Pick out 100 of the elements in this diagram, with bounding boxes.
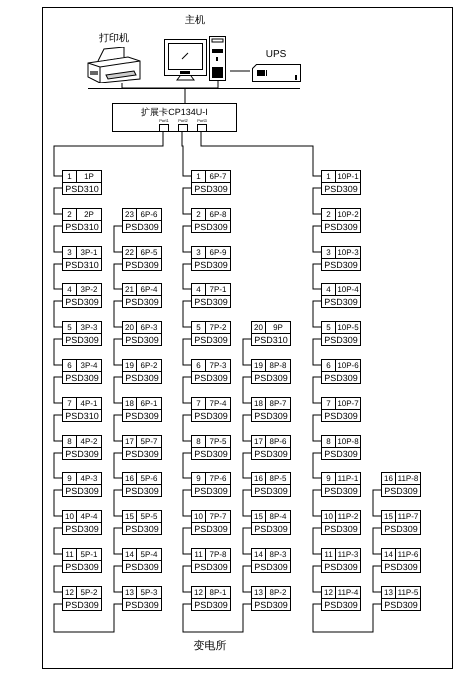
feeder-label: 10P-2 bbox=[336, 209, 360, 220]
feeder-label: 5P-7 bbox=[140, 436, 158, 447]
meter-box bbox=[191, 246, 231, 271]
connector-line bbox=[200, 132, 322, 176]
feeder-label: 4P-3 bbox=[80, 473, 98, 484]
meter-number: 16 bbox=[382, 473, 396, 484]
meter-number: 5 bbox=[63, 322, 77, 333]
meter-box bbox=[191, 586, 231, 611]
meter-number: 16 bbox=[123, 473, 137, 484]
model-label: PSD309 bbox=[323, 448, 359, 460]
device-label: 主机 bbox=[184, 15, 206, 27]
connector-line bbox=[54, 452, 62, 478]
feeder-label: 6P-7 bbox=[208, 171, 228, 182]
meter-box bbox=[122, 246, 162, 271]
meter-number: 22 bbox=[123, 247, 137, 258]
connector-line bbox=[312, 566, 322, 592]
model-label: PSD309 bbox=[383, 485, 419, 497]
meter-number: 21 bbox=[123, 284, 137, 295]
meter-number: 17 bbox=[123, 436, 137, 447]
connector-line bbox=[312, 604, 382, 632]
connector-line bbox=[242, 338, 252, 366]
connector-line bbox=[242, 452, 252, 478]
model-label: PSD309 bbox=[323, 410, 359, 422]
meter-box bbox=[251, 435, 291, 460]
feeder-label: 11P-5 bbox=[396, 587, 420, 598]
connector-line bbox=[114, 264, 122, 290]
meter-box bbox=[191, 208, 231, 233]
meter-box bbox=[122, 472, 162, 497]
meter-box bbox=[381, 548, 421, 573]
meter-number: 14 bbox=[252, 549, 266, 560]
meter-number: 11 bbox=[192, 549, 206, 560]
model-label: PSD309 bbox=[323, 221, 359, 233]
model-label: PSD309 bbox=[323, 561, 359, 573]
connector-line bbox=[54, 132, 164, 176]
feeder-label: 7P-8 bbox=[208, 549, 228, 560]
connector-line bbox=[312, 300, 322, 328]
connector-line bbox=[114, 338, 122, 366]
feeder-label: 5P-2 bbox=[80, 587, 98, 598]
feeder-label: 3P-3 bbox=[80, 322, 98, 333]
meter-number: 3 bbox=[63, 247, 77, 258]
feeder-label: 11P-2 bbox=[336, 511, 360, 522]
connector-line bbox=[54, 376, 62, 404]
meter-number: 15 bbox=[382, 511, 396, 522]
feeder-label: 7P-7 bbox=[208, 511, 228, 522]
meter-box bbox=[191, 359, 231, 384]
model-label: PSD309 bbox=[193, 183, 229, 195]
meter-number: 13 bbox=[252, 587, 266, 598]
meter-box bbox=[191, 321, 231, 346]
connector-line bbox=[242, 528, 252, 554]
feeder-label: 6P-6 bbox=[140, 209, 158, 220]
feeder-label: 8P-6 bbox=[268, 436, 288, 447]
connector-line bbox=[182, 300, 192, 328]
meter-number: 10 bbox=[63, 511, 77, 522]
meter-number: 12 bbox=[322, 587, 336, 598]
meter-box bbox=[62, 472, 102, 497]
model-label: PSD309 bbox=[124, 485, 160, 497]
feeder-label: 11P-3 bbox=[336, 549, 360, 560]
feeder-label: 8P-1 bbox=[208, 587, 228, 598]
connector-line bbox=[54, 414, 62, 442]
model-label: PSD310 bbox=[64, 221, 100, 233]
model-label: PSD309 bbox=[193, 334, 229, 346]
meter-number: 13 bbox=[382, 587, 396, 598]
meter-box bbox=[251, 321, 291, 346]
feeder-label: 10P-4 bbox=[336, 284, 360, 295]
connector-line bbox=[54, 226, 62, 252]
model-label: PSD309 bbox=[253, 599, 289, 611]
meter-box bbox=[122, 510, 162, 535]
model-label: PSD309 bbox=[383, 523, 419, 535]
meter-box bbox=[321, 170, 361, 195]
meter-number: 1 bbox=[192, 171, 206, 182]
meter-number: 12 bbox=[192, 587, 206, 598]
meter-number: 13 bbox=[123, 587, 137, 598]
connector-line bbox=[312, 452, 322, 478]
feeder-label: 10P-1 bbox=[336, 171, 360, 182]
meter-number: 2 bbox=[192, 209, 206, 220]
model-label: PSD309 bbox=[323, 485, 359, 497]
meter-box bbox=[321, 283, 361, 308]
feeder-label: 11P-1 bbox=[336, 473, 360, 484]
meter-number: 18 bbox=[123, 398, 137, 409]
meter-number: 10 bbox=[322, 511, 336, 522]
feeder-label: 7P-5 bbox=[208, 436, 228, 447]
feeder-label: 2P bbox=[83, 209, 95, 220]
connector-line bbox=[372, 566, 382, 592]
meter-number: 7 bbox=[192, 398, 206, 409]
meter-box bbox=[191, 435, 231, 460]
feeder-label: 11P-8 bbox=[396, 473, 420, 484]
meter-box bbox=[191, 170, 231, 195]
feeder-label: 10P-3 bbox=[336, 247, 360, 258]
meter-box bbox=[122, 435, 162, 460]
model-label: PSD309 bbox=[124, 410, 160, 422]
model-label: PSD310 bbox=[253, 334, 289, 346]
expansion-card-box bbox=[112, 103, 237, 132]
connector-line bbox=[114, 490, 122, 516]
model-label: PSD309 bbox=[193, 448, 229, 460]
meter-number: 1 bbox=[63, 171, 77, 182]
connector-line bbox=[114, 566, 122, 592]
model-label: PSD309 bbox=[64, 561, 100, 573]
model-label: PSD309 bbox=[323, 296, 359, 308]
feeder-label: 6P-4 bbox=[140, 284, 158, 295]
meter-box bbox=[191, 548, 231, 573]
